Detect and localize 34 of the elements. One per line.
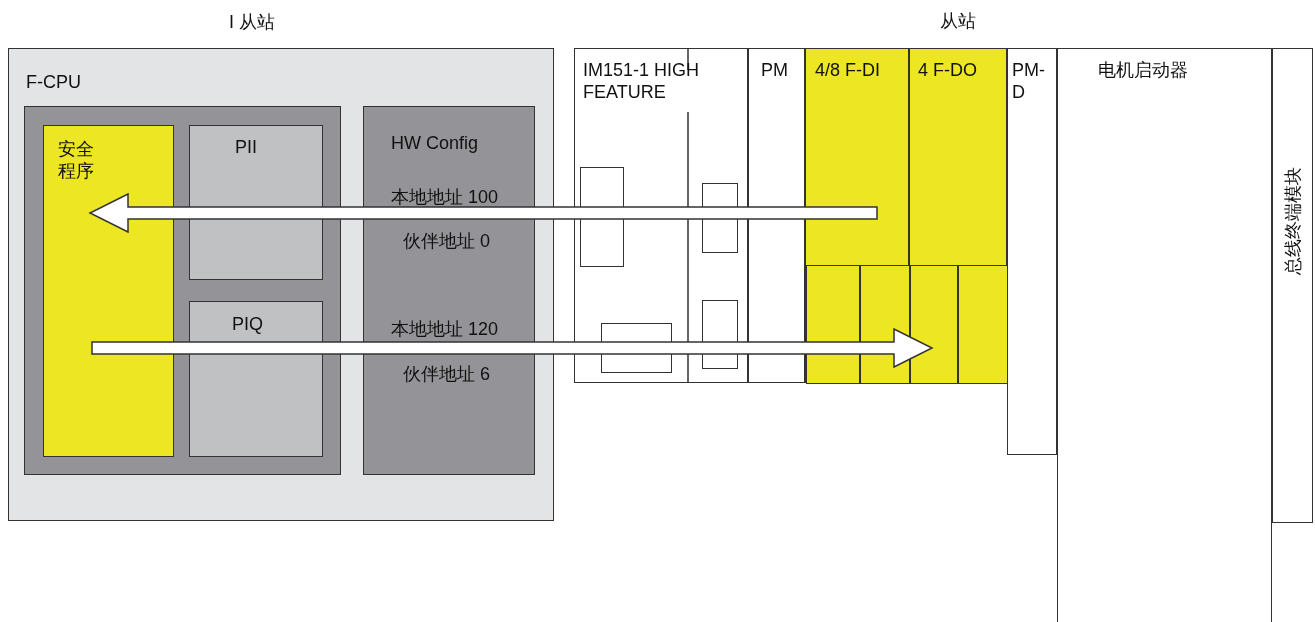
pii-label: PII bbox=[235, 136, 257, 158]
cpu-label: F-CPU bbox=[26, 71, 81, 93]
station-heading: 从站 bbox=[940, 10, 976, 32]
cpu-memory-panel bbox=[24, 106, 341, 475]
module-label: IM151-1 HIGH FEATURE bbox=[583, 59, 701, 103]
power-module bbox=[748, 48, 805, 383]
interface-module bbox=[574, 48, 748, 383]
terminal-slot bbox=[910, 265, 958, 384]
motor-starter-module bbox=[1057, 48, 1272, 622]
input-module bbox=[805, 48, 909, 383]
station-heading: I 从站 bbox=[229, 11, 275, 33]
power-module bbox=[1007, 48, 1057, 455]
piq-box bbox=[189, 301, 323, 457]
terminating-module bbox=[1272, 48, 1313, 523]
address-label: 本地地址 120 bbox=[391, 318, 499, 340]
program-label: 安全程序 bbox=[58, 138, 95, 182]
module-label: PM bbox=[761, 59, 788, 81]
block-arrow bbox=[88, 192, 878, 234]
module-label: 电机启动器 bbox=[1098, 59, 1188, 81]
address-label: 伙伴地址 0 bbox=[403, 230, 490, 252]
module-label: 4/8 F-DI bbox=[815, 59, 880, 81]
pii-box bbox=[189, 125, 323, 280]
terminal-slot bbox=[958, 265, 1008, 384]
config-title: HW Config bbox=[391, 132, 479, 154]
safety-program-box bbox=[43, 125, 174, 457]
piq-label: PIQ bbox=[232, 313, 263, 335]
module-label: 4 F-DO bbox=[918, 59, 977, 81]
address-label: 本地地址 100 bbox=[391, 186, 499, 208]
module-label: PM-D bbox=[1012, 59, 1046, 103]
output-module bbox=[909, 48, 1007, 383]
hw-config-box bbox=[363, 106, 535, 475]
module-label: 总线终端模块 bbox=[1282, 167, 1304, 275]
address-label: 伙伴地址 6 bbox=[403, 363, 490, 385]
block-arrow bbox=[91, 327, 934, 369]
